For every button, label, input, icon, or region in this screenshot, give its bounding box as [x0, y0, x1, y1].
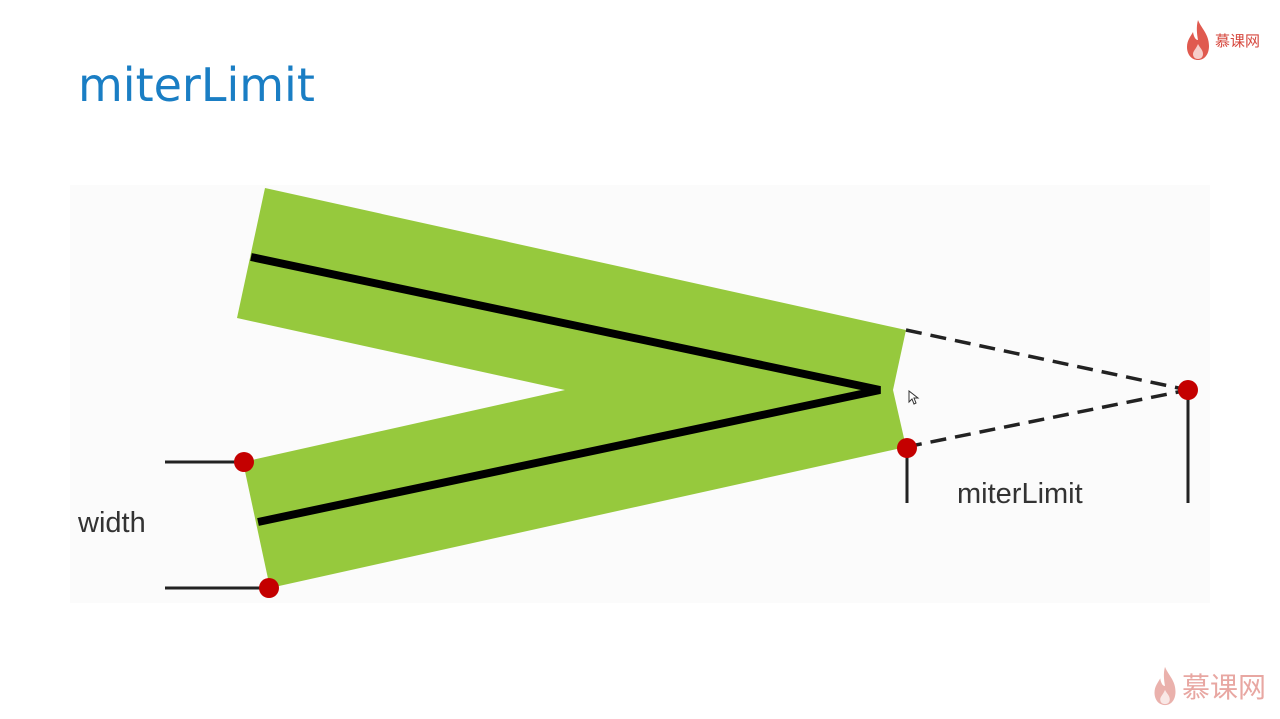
mouse-cursor-icon: [908, 390, 920, 405]
flame-icon: [1154, 666, 1176, 706]
miter-marker-tip: [1178, 380, 1198, 400]
miter-limit-label: miterLimit: [957, 478, 1083, 510]
brand-logo-bottom-text: 慕课网: [1181, 671, 1266, 704]
miter-extension-lower: [905, 388, 1189, 449]
miter-extension-upper: [905, 328, 1189, 392]
center-path-line: [250, 253, 881, 526]
brand-logo-top: 慕课网: [1185, 18, 1260, 62]
brand-logo-bottom: 慕课网: [1152, 665, 1266, 707]
width-marker-bottom: [259, 578, 279, 598]
width-marker-top: [234, 452, 254, 472]
slide-title: miterLimit: [78, 58, 315, 112]
width-label: width: [78, 507, 146, 539]
thick-stroke-shape: [237, 188, 906, 588]
flame-icon: [1186, 20, 1209, 60]
brand-logo-top-text: 慕课网: [1214, 31, 1260, 50]
miter-marker-inner: [897, 438, 917, 458]
